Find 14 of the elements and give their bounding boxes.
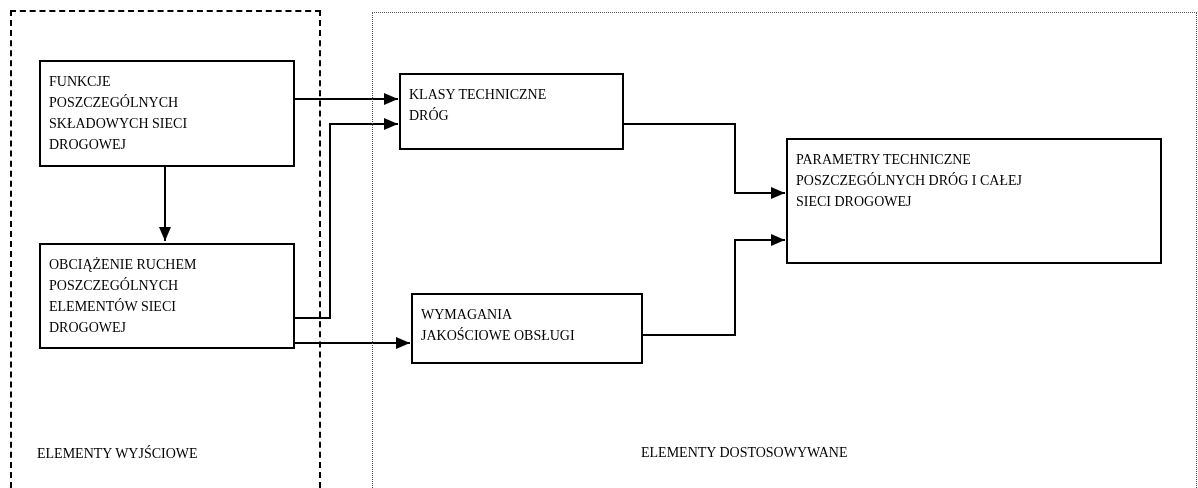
- group-area: [372, 12, 1197, 488]
- box-text: WYMAGANIA JAKOŚCIOWE OBSŁUGI: [421, 306, 576, 345]
- process-box: [39, 60, 295, 167]
- process-box: [411, 293, 643, 364]
- process-box: [39, 243, 295, 349]
- box-text: KLASY TECHNICZNE DRÓG: [409, 86, 548, 125]
- box-text: PARAMETRY TECHNICZNE POSZCZEGÓLNYCH DRÓG I CAŁEJ SIECI DROGOWEJ: [796, 151, 1023, 211]
- process-box: [786, 138, 1162, 264]
- process-box: [399, 73, 624, 150]
- group-label: ELEMENTY DOSTOSOWYWANE: [641, 445, 848, 461]
- group-label: ELEMENTY WYJŚCIOWE: [37, 446, 198, 462]
- box-text: OBCIĄŻENIE RUCHEM POSZCZEGÓLNYCH ELEMENTÓW SIECI DROGOWEJ: [49, 256, 198, 337]
- box-text: FUNKCJE POSZCZEGÓLNYCH SKŁADOWYCH SIECI DROGOWEJ: [49, 73, 189, 154]
- group-area: [10, 10, 321, 488]
